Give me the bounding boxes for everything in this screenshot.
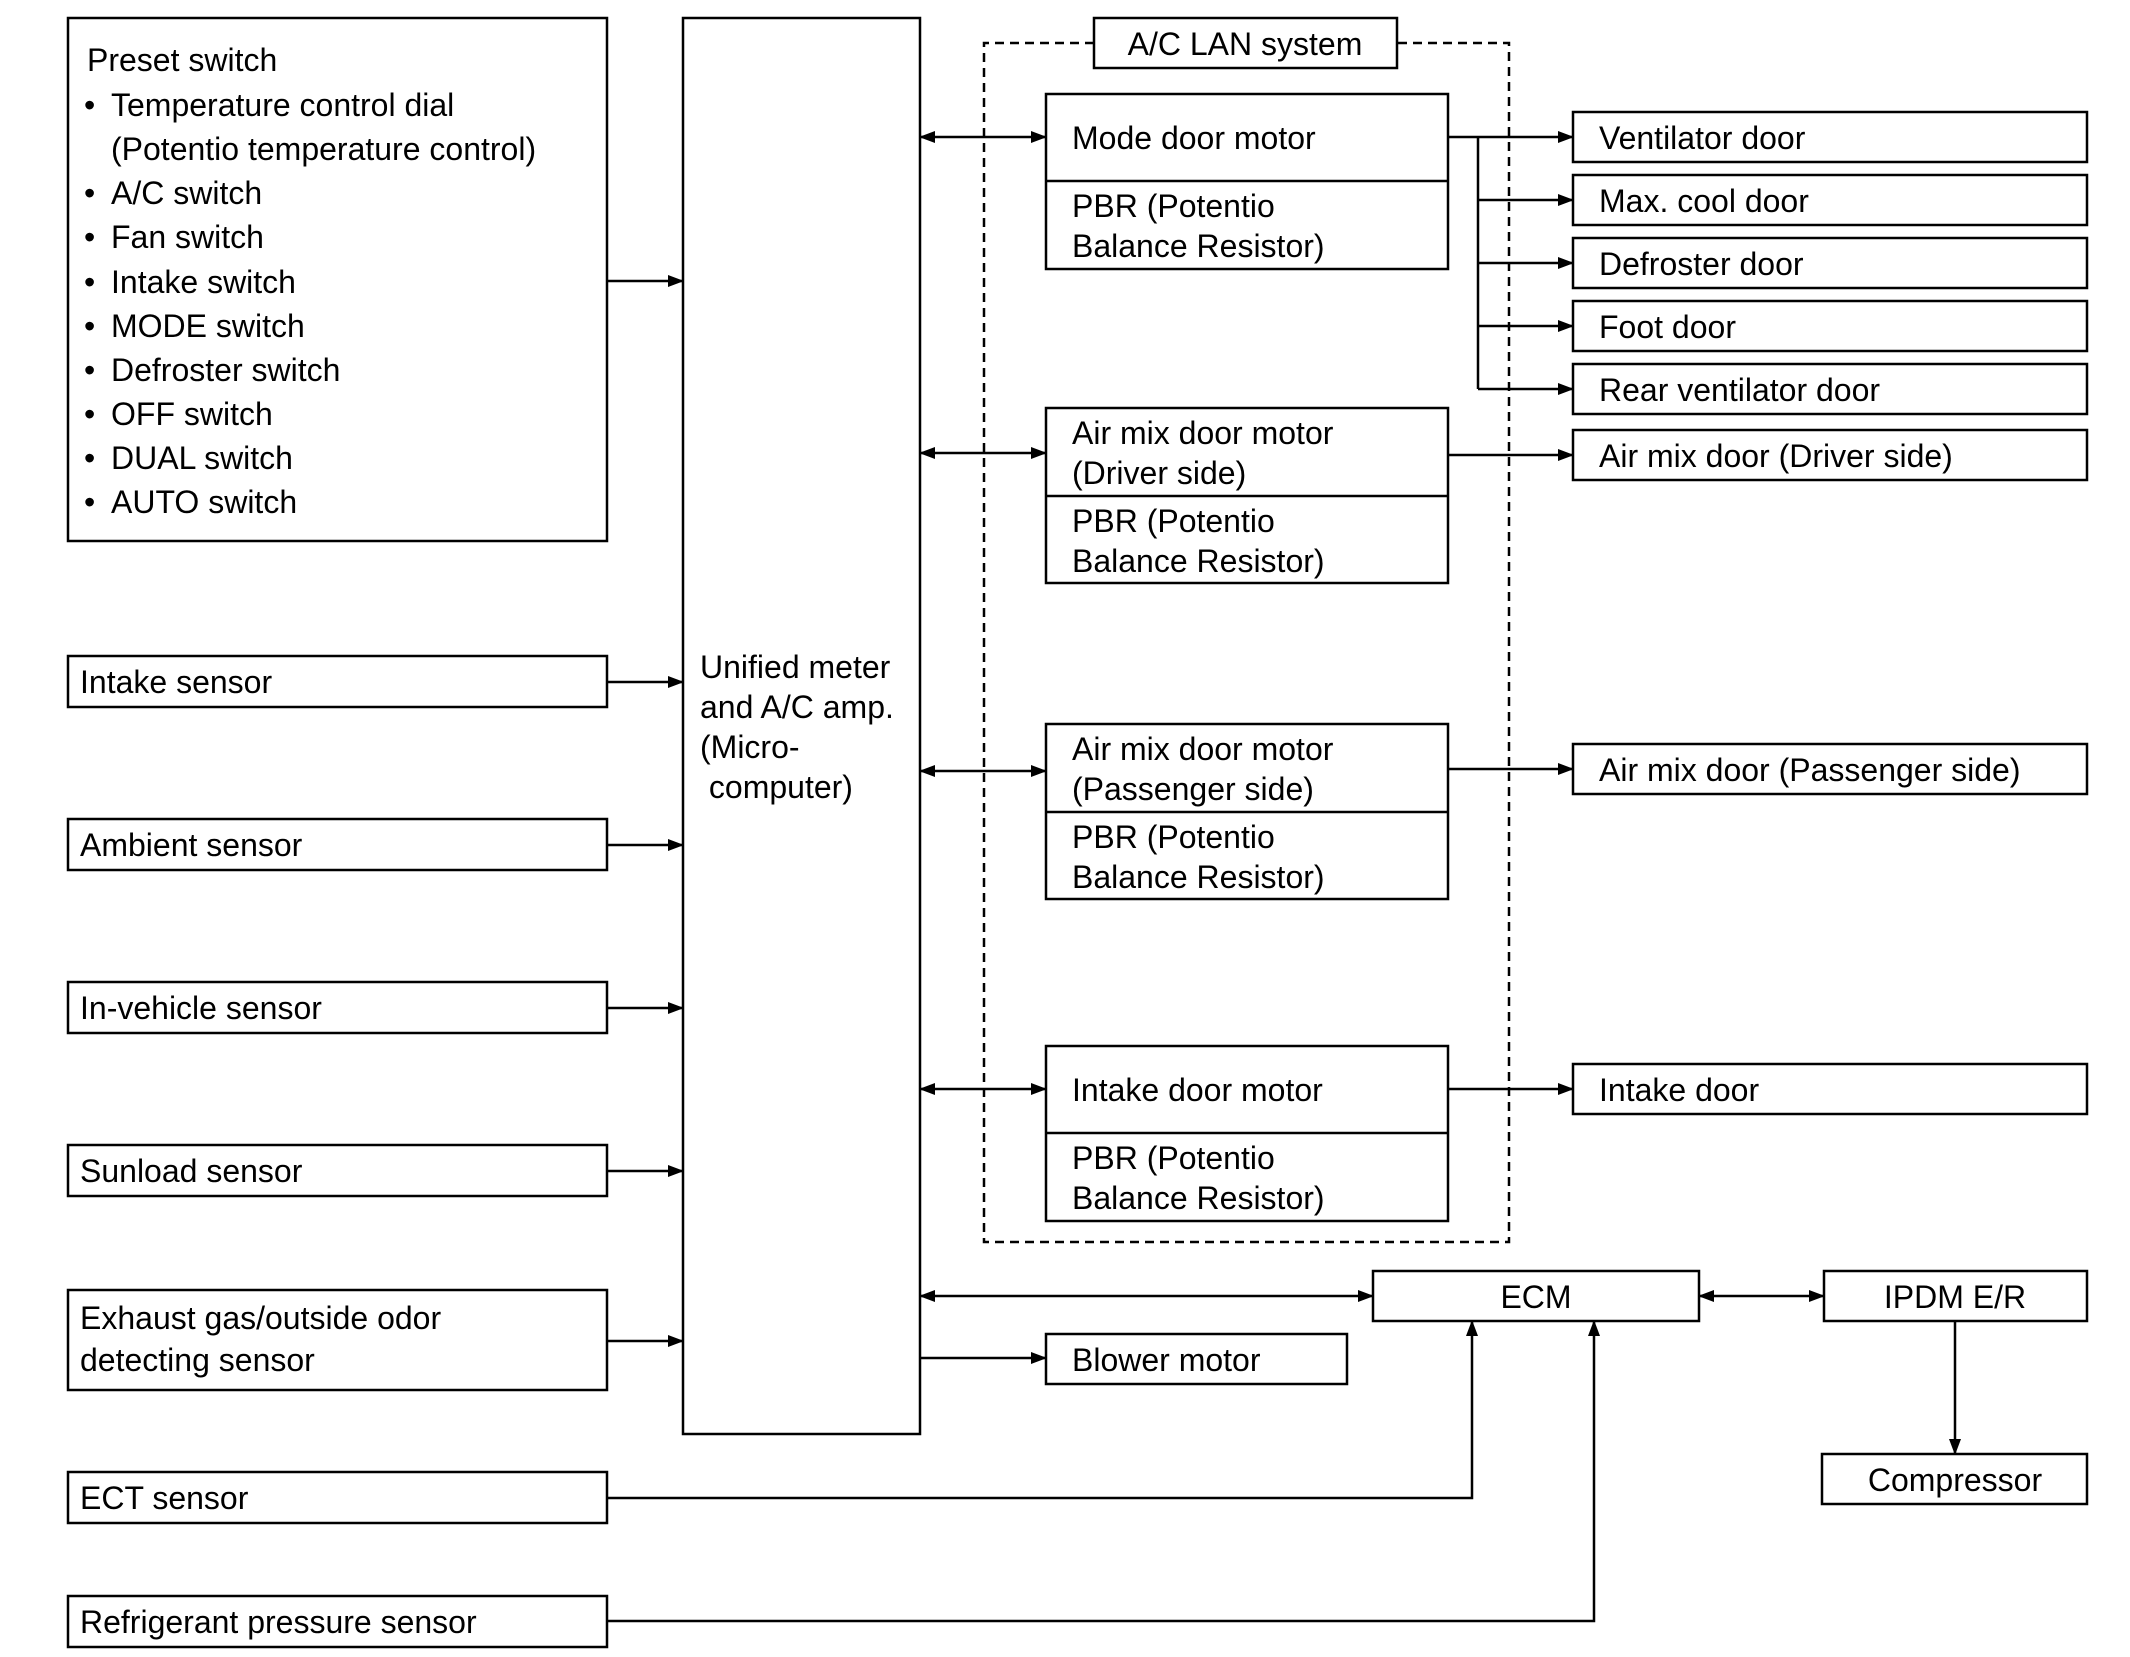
air-mix-door-motor-passenger-box: Air mix door motor (Passenger side) PBR … [1044, 722, 1450, 901]
max-cool-door-box: Max. cool door [1571, 173, 2089, 227]
defroster-door-box: Defroster door [1571, 236, 2089, 290]
intake-door-motor-label: Intake door motor [1072, 1072, 1323, 1108]
pbr-label-line2: Balance Resistor) [1072, 543, 1325, 579]
intake-door-box: Intake door [1571, 1062, 2089, 1116]
bullet: • [84, 396, 95, 432]
ect-sensor-box: ECT sensor [66, 1470, 609, 1525]
air-mix-motor-passenger-label-line2: (Passenger side) [1072, 771, 1314, 807]
preset-item-temperature-dial: Temperature control dial [111, 87, 454, 123]
preset-item-fan-switch: Fan switch [111, 219, 264, 255]
blower-motor-box: Blower motor [1044, 1332, 1349, 1386]
preset-switch-title: Preset switch [87, 42, 277, 78]
exhaust-gas-sensor-box: Exhaust gas/outside odor detecting senso… [66, 1288, 609, 1392]
bullet: • [84, 264, 95, 300]
air-mix-door-passenger-box: Air mix door (Passenger side) [1571, 742, 2089, 796]
ipdm-er-box: IPDM E/R [1822, 1269, 2089, 1323]
rear-ventilator-door-box: Rear ventilator door [1571, 362, 2089, 416]
pbr-label-line2: Balance Resistor) [1072, 859, 1325, 895]
intake-door-label: Intake door [1599, 1072, 1759, 1108]
sunload-sensor-box: Sunload sensor [66, 1143, 609, 1198]
unified-meter-ac-amp-box: Unified meter and A/C amp. (Micro- compu… [681, 16, 922, 1436]
bullet: • [84, 352, 95, 388]
ecm-label: ECM [1500, 1279, 1571, 1315]
sunload-sensor-label: Sunload sensor [80, 1153, 303, 1189]
ambient-sensor-label: Ambient sensor [80, 827, 303, 863]
ecm-box: ECM [1371, 1269, 1701, 1323]
preset-item-auto-switch: AUTO switch [111, 484, 297, 520]
intake-sensor-label: Intake sensor [80, 664, 272, 700]
exhaust-gas-sensor-label-line2: detecting sensor [80, 1342, 315, 1378]
compressor-label: Compressor [1868, 1462, 2043, 1498]
intake-sensor-box: Intake sensor [66, 654, 609, 709]
refrigerant-sensor-label: Refrigerant pressure sensor [80, 1604, 477, 1640]
ect-sensor-label: ECT sensor [80, 1480, 249, 1516]
amp-label-line3: (Micro- [700, 729, 800, 765]
foot-door-label: Foot door [1599, 309, 1736, 345]
pbr-label-line2: Balance Resistor) [1072, 228, 1325, 264]
compressor-box: Compressor [1820, 1452, 2089, 1506]
preset-item-mode-switch: MODE switch [111, 308, 305, 344]
blower-motor-label: Blower motor [1072, 1342, 1261, 1378]
preset-item-ac-switch: A/C switch [111, 175, 262, 211]
air-mix-door-driver-label: Air mix door (Driver side) [1599, 438, 1953, 474]
arrow-ect-sensor-to-ecm [607, 1320, 1478, 1500]
preset-item-potentio: (Potentio temperature control) [111, 131, 536, 167]
air-mix-motor-passenger-label-line1: Air mix door motor [1072, 731, 1334, 767]
pbr-label-line1: PBR (Potentio [1072, 188, 1275, 224]
preset-item-defroster-switch: Defroster switch [111, 352, 340, 388]
air-mix-motor-driver-label-line1: Air mix door motor [1072, 415, 1334, 451]
refrigerant-sensor-box: Refrigerant pressure sensor [66, 1594, 609, 1649]
ventilator-door-label: Ventilator door [1599, 120, 1806, 156]
in-vehicle-sensor-label: In-vehicle sensor [80, 990, 322, 1026]
lan-connectors [919, 131, 1374, 1364]
arrow-refrigerant-sensor-to-ecm [607, 1320, 1600, 1623]
ac-lan-system-label: A/C LAN system [1128, 26, 1363, 62]
input-connectors [607, 275, 684, 1347]
ambient-sensor-box: Ambient sensor [66, 817, 609, 872]
bullet: • [84, 219, 95, 255]
air-mix-motor-driver-label-line2: (Driver side) [1072, 455, 1246, 491]
ecm-connectors [607, 1290, 1961, 1623]
bullet: • [84, 87, 95, 123]
bullet: • [84, 440, 95, 476]
pbr-label-line2: Balance Resistor) [1072, 1180, 1325, 1216]
preset-item-intake-switch: Intake switch [111, 264, 296, 300]
bullet: • [84, 484, 95, 520]
amp-label-line2: and A/C amp. [700, 689, 894, 725]
mode-door-motor-label: Mode door motor [1072, 120, 1316, 156]
motor-to-door-connectors [1448, 449, 1574, 1095]
amp-label-line1: Unified meter [700, 649, 891, 685]
air-mix-door-motor-driver-box: Air mix door motor (Driver side) PBR (Po… [1044, 406, 1450, 585]
defroster-door-label: Defroster door [1599, 246, 1804, 282]
ipdm-er-label: IPDM E/R [1884, 1279, 2026, 1315]
pbr-label-line1: PBR (Potentio [1072, 503, 1275, 539]
amp-label-line4: computer) [700, 769, 853, 805]
ventilator-door-box: Ventilator door [1571, 110, 2089, 164]
foot-door-box: Foot door [1571, 299, 2089, 353]
intake-door-motor-box: Intake door motor PBR (Potentio Balance … [1044, 1044, 1450, 1223]
mode-door-fanout [1448, 131, 1574, 395]
preset-item-off-switch: OFF switch [111, 396, 273, 432]
pbr-label-line1: PBR (Potentio [1072, 1140, 1275, 1176]
preset-item-dual-switch: DUAL switch [111, 440, 293, 476]
mode-door-motor-box: Mode door motor PBR (Potentio Balance Re… [1044, 92, 1450, 271]
bullet: • [84, 175, 95, 211]
preset-switch-box: Preset switch • Temperature control dial… [66, 16, 609, 543]
exhaust-gas-sensor-label-line1: Exhaust gas/outside odor [80, 1300, 441, 1336]
rear-ventilator-door-label: Rear ventilator door [1599, 372, 1880, 408]
air-mix-door-driver-box: Air mix door (Driver side) [1571, 428, 2089, 482]
max-cool-door-label: Max. cool door [1599, 183, 1809, 219]
ac-lan-system-group: A/C LAN system [982, 16, 1511, 1244]
bullet: • [84, 308, 95, 344]
in-vehicle-sensor-box: In-vehicle sensor [66, 980, 609, 1035]
pbr-label-line1: PBR (Potentio [1072, 819, 1275, 855]
air-mix-door-passenger-label: Air mix door (Passenger side) [1599, 752, 2020, 788]
